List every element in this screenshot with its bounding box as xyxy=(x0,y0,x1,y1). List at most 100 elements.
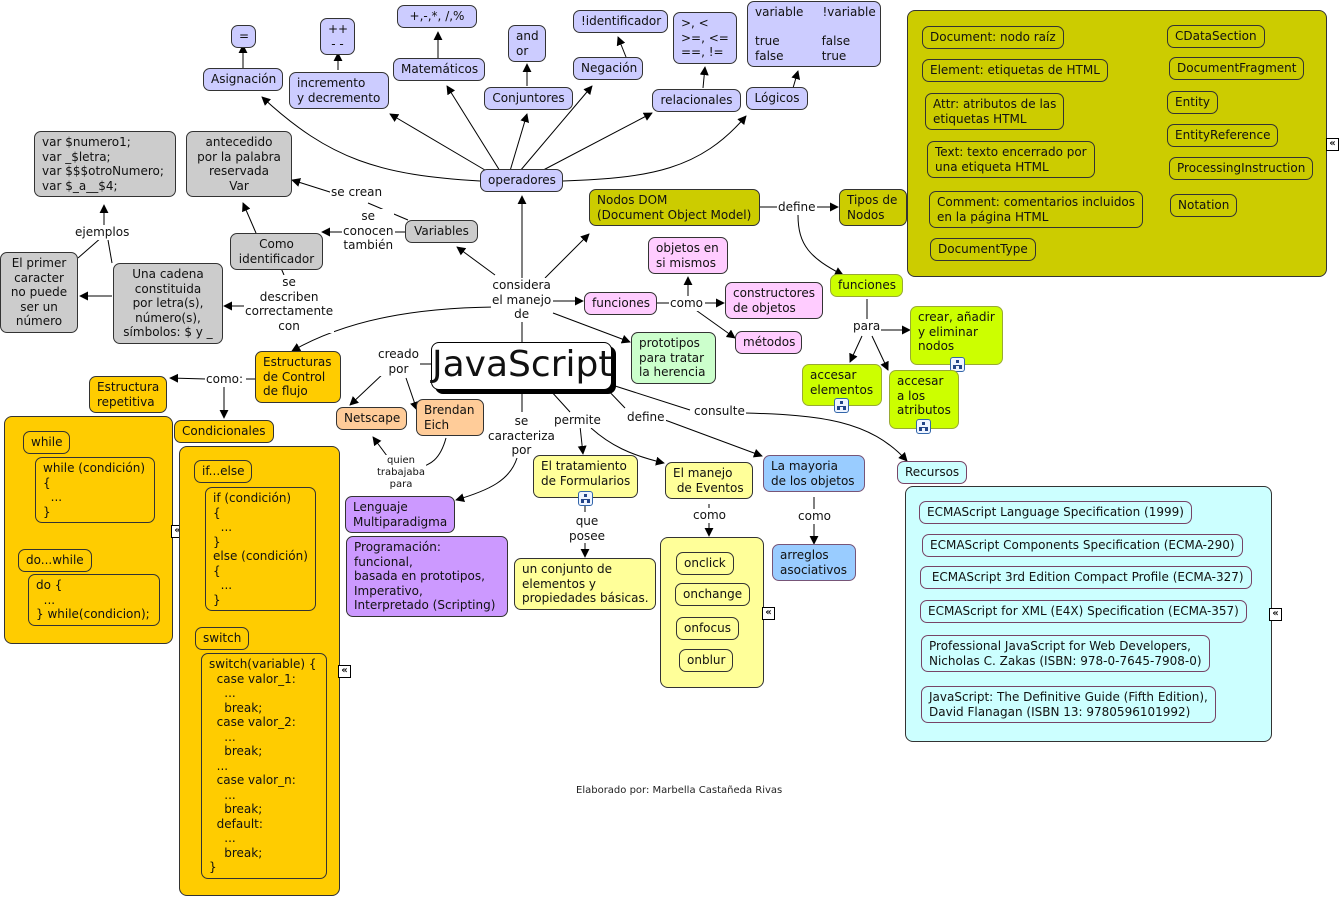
submap-icon[interactable] xyxy=(916,419,931,434)
primer-caracter-node[interactable]: El primer caracter no puede ser un númer… xyxy=(0,252,78,333)
collapse-icon[interactable]: « xyxy=(338,665,351,678)
crear-nodos-node[interactable]: crear, añadir y eliminar nodos xyxy=(910,306,1003,365)
tipo-nodo-item[interactable]: Document: nodo raíz xyxy=(922,26,1064,49)
logicos-node[interactable]: Lógicos xyxy=(746,87,808,110)
javascript-title-node[interactable]: JavaScript xyxy=(431,342,612,390)
matematicos-node[interactable]: Matemáticos xyxy=(393,58,485,81)
nodos-dom-node[interactable]: Nodos DOM (Document Object Model) xyxy=(589,189,760,226)
switch-code[interactable]: switch(variable) { case valor_1: ... bre… xyxy=(201,653,327,879)
while-node[interactable]: while xyxy=(23,431,71,454)
evento-item[interactable]: onblur xyxy=(679,649,734,672)
identificador-node[interactable]: Como identificador xyxy=(230,233,323,270)
relacionales-node[interactable]: relacionales xyxy=(652,89,741,112)
recurso-item[interactable]: Professional JavaScript for Web Develope… xyxy=(921,635,1210,672)
submap-icon[interactable] xyxy=(950,357,965,372)
arreglos-asociativos-node[interactable]: arreglos asociativos xyxy=(772,544,856,581)
link-label-considera: considera el manejo de xyxy=(491,278,553,322)
funciones-node[interactable]: funciones xyxy=(584,292,657,315)
switch-node[interactable]: switch xyxy=(195,627,250,650)
tipos-nodos-node[interactable]: Tipos de Nodos xyxy=(839,189,907,226)
objetos-node[interactable]: objetos en si mismos xyxy=(648,237,728,274)
asignacion-example[interactable]: = xyxy=(231,25,256,48)
metodos-node[interactable]: métodos xyxy=(735,331,802,354)
link-operadores-negacion xyxy=(519,85,593,172)
link-label-que-posee: que posee xyxy=(568,514,606,543)
brendan-eich-node[interactable]: Brendan Eich xyxy=(416,399,484,436)
submap-icon[interactable] xyxy=(834,398,849,413)
conjuntores-example[interactable]: and or xyxy=(508,25,546,62)
tipo-nodo-item[interactable]: Text: texto encerrado por una etiqueta H… xyxy=(927,141,1095,178)
link-operadores-asignacion xyxy=(261,96,481,182)
recurso-item[interactable]: JavaScript: The Definitive Guide (Fifth … xyxy=(921,686,1216,723)
mayoria-objetos-node[interactable]: La mayoria de los objetos xyxy=(763,455,865,492)
author-footer: Elaborado por: Marbella Castañeda Rivas xyxy=(576,785,783,796)
link-operadores-conjuntores xyxy=(509,113,529,172)
evento-item[interactable]: onfocus xyxy=(676,617,739,640)
link-label-como-eventos: como xyxy=(692,508,727,523)
tipo-nodo-item[interactable]: Comment: comentarios incluidos en la pág… xyxy=(929,191,1144,228)
ifelse-code[interactable]: if (condición) { ... } else (condición) … xyxy=(205,487,316,611)
tipo-nodo-item[interactable]: EntityReference xyxy=(1167,124,1279,147)
ejemplos-node[interactable]: var $numero1; var _$letra; var $$$otroNu… xyxy=(34,131,176,197)
recurso-item[interactable]: ECMAScript Components Specification (ECM… xyxy=(922,534,1243,557)
tipo-nodo-item[interactable]: Element: etiquetas de HTML xyxy=(922,59,1108,82)
paradigma-detalle-node[interactable]: Programación: funcional, basada en proto… xyxy=(346,536,508,617)
condicionales-node[interactable]: Condicionales xyxy=(174,420,274,443)
tipo-nodo-item[interactable]: ProcessingInstruction xyxy=(1169,157,1314,180)
relacionales-example[interactable]: >, < >=, <= ==, != xyxy=(673,12,737,64)
tipo-nodo-item[interactable]: CDataSection xyxy=(1167,25,1265,48)
lenguaje-multiparadigma-node[interactable]: Lenguaje Multiparadigma xyxy=(345,496,455,533)
dowhile-code[interactable]: do { ... } while(condicion); xyxy=(28,574,160,626)
submap-icon[interactable] xyxy=(578,491,593,506)
eventos-node[interactable]: El manejo de Eventos xyxy=(665,462,753,499)
evento-item[interactable]: onclick xyxy=(676,552,734,575)
constructores-node[interactable]: constructores de objetos xyxy=(725,282,823,319)
link-label-se-conocen: se conocen también xyxy=(342,209,395,253)
negacion-example[interactable]: !identificador xyxy=(573,10,668,33)
netscape-node[interactable]: Netscape xyxy=(336,407,407,430)
tipo-nodo-item[interactable]: Entity xyxy=(1167,91,1219,114)
ifelse-node[interactable]: if...else xyxy=(194,460,253,483)
variables-node[interactable]: Variables xyxy=(405,220,478,243)
negacion-node[interactable]: Negación xyxy=(573,57,643,80)
tipo-nodo-item[interactable]: Notation xyxy=(1170,194,1238,217)
link-operadores-relacionales xyxy=(529,112,653,178)
link-label-consulte: consulte xyxy=(693,404,746,419)
incremento-node[interactable]: incremento y decremento xyxy=(289,72,389,109)
eventos-container: onclick onchange onfocus onblur xyxy=(660,537,764,688)
tipo-nodo-item[interactable]: Attr: atributos de las etiquetas HTML xyxy=(925,93,1065,130)
while-code[interactable]: while (condición) { ... } xyxy=(35,457,155,523)
recurso-item[interactable]: ECMAScript 3rd Edition Compact Profile (… xyxy=(920,566,1252,589)
conjuntores-node[interactable]: Conjuntores xyxy=(484,87,573,110)
collapse-icon[interactable]: « xyxy=(762,607,775,620)
tipo-nodo-item[interactable]: DocumentType xyxy=(930,238,1036,261)
recurso-item[interactable]: ECMAScript for XML (E4X) Specification (… xyxy=(920,600,1247,623)
formularios-node[interactable]: El tratamiento de Formularios xyxy=(533,455,638,498)
cadena-node[interactable]: Una cadena constituida por letra(s), núm… xyxy=(113,263,223,344)
dom-funciones-node[interactable]: funciones xyxy=(830,274,903,297)
asignacion-node[interactable]: Asignación xyxy=(203,68,283,91)
matematicos-example[interactable]: +,-,*, /,% xyxy=(397,5,477,28)
var-keyword-node[interactable]: antecedido por la palabra reservada Var xyxy=(186,131,292,197)
tipo-nodo-item[interactable]: DocumentFragment xyxy=(1169,57,1305,80)
incremento-example[interactable]: ++ - - xyxy=(320,18,355,55)
estructura-repetitiva-node[interactable]: Estructura repetitiva xyxy=(89,376,167,413)
recurso-item[interactable]: ECMAScript Language Specification (1999) xyxy=(919,501,1192,524)
link-label-como-control: como: xyxy=(205,372,245,387)
evento-item[interactable]: onchange xyxy=(675,583,751,606)
collapse-icon[interactable]: « xyxy=(1269,608,1282,621)
link-operadores-matematicos xyxy=(446,85,501,172)
conjunto-elementos-node[interactable]: un conjunto de elementos y propiedades b… xyxy=(514,558,656,610)
prototipos-node[interactable]: prototipos para tratar la herencia xyxy=(631,332,716,384)
estructuras-control-node[interactable]: Estructuras de Control de flujo xyxy=(255,351,341,403)
dowhile-node[interactable]: do...while xyxy=(18,549,92,572)
operadores-node[interactable]: operadores xyxy=(480,169,563,192)
link-label-como-objetos: como xyxy=(797,509,832,524)
link-label-define-dom: define xyxy=(777,200,817,215)
repetitiva-container: while while (condición) { ... } do...whi… xyxy=(4,416,173,644)
logicos-example[interactable]: variable !variable true false false true xyxy=(747,1,881,67)
link-label-define-objetos: define xyxy=(626,410,666,425)
recursos-container: ECMAScript Language Specification (1999)… xyxy=(905,486,1272,742)
recursos-node[interactable]: Recursos xyxy=(897,461,967,484)
collapse-icon[interactable]: « xyxy=(1326,138,1339,151)
